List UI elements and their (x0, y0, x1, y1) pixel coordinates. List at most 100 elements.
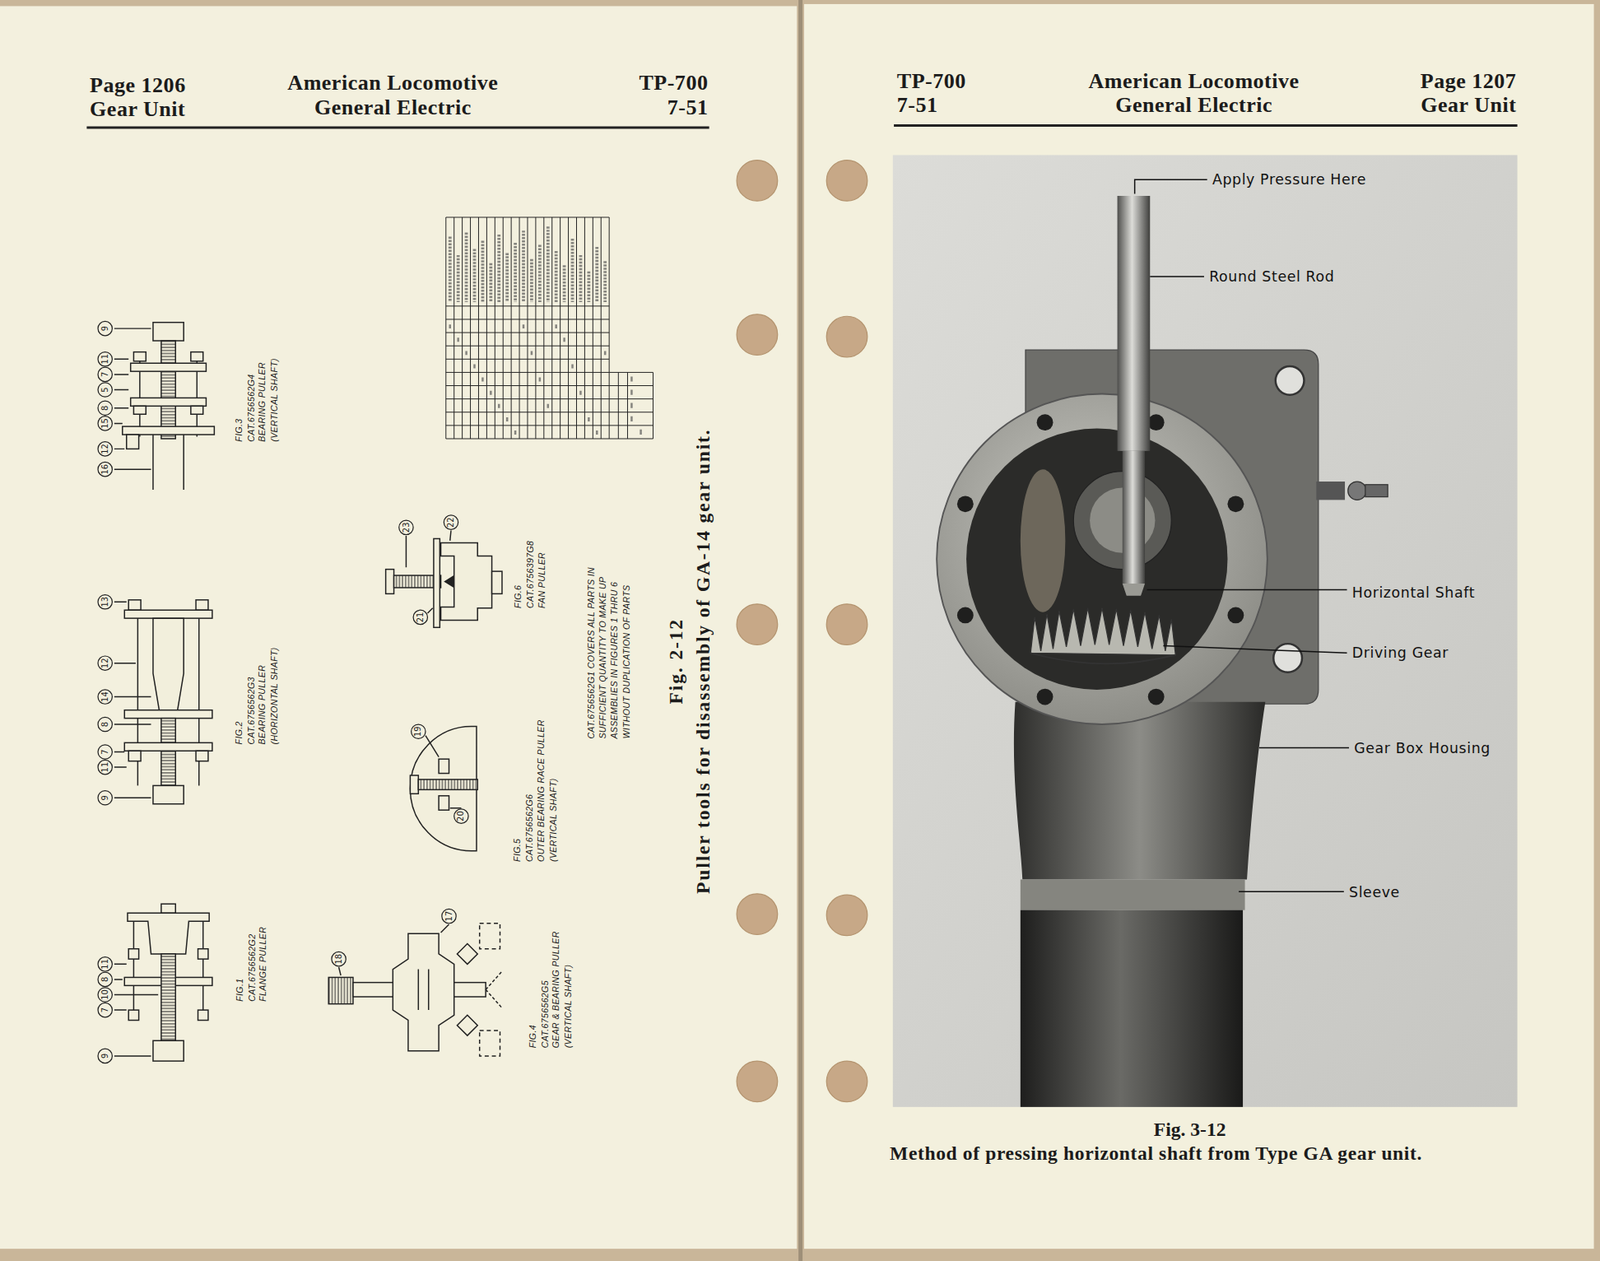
text-group: Method of pressing horizontal shaft from… (889, 1141, 1517, 1166)
figure-caption: (VERTICAL SHAFT) (562, 930, 575, 1048)
callout-group: 10 (97, 986, 113, 1003)
line-art (1148, 688, 1165, 706)
text-group: Driving Gear (1352, 643, 1449, 662)
callout-number: 12 (97, 655, 113, 671)
line-art (1122, 451, 1145, 584)
line-art (1227, 495, 1244, 512)
page-header: TP-700 (897, 68, 967, 94)
figure-caption: (HORIZONTAL SHAFT) (269, 646, 281, 745)
callout-group: 12 (97, 655, 113, 671)
callout-number: 22 (443, 514, 460, 531)
figure-caption: (VERTICAL SHAFT) (547, 719, 559, 862)
line-art (736, 160, 868, 1103)
callout-group: 15 (97, 415, 113, 432)
line-art (190, 405, 204, 414)
figure-caption: FIG.1 (234, 926, 247, 1002)
line-art (161, 953, 176, 1041)
callout-number: 5 (97, 381, 113, 398)
line-art (392, 933, 454, 1052)
line-art (124, 609, 213, 619)
callout-number: 11 (97, 759, 113, 776)
figure-caption: (VERTICAL SHAFT) (269, 358, 281, 442)
callout-group: 13 (97, 594, 113, 610)
callout-number: 7 (97, 744, 113, 760)
line-art (128, 1009, 139, 1020)
line-art (1030, 652, 1176, 664)
line-art (126, 434, 140, 449)
line-art (1316, 481, 1345, 500)
figure-caption: FLANGE PULLER (257, 926, 270, 1002)
line-art (122, 426, 215, 435)
text-group: American LocomotiveGeneral Electric (287, 70, 498, 120)
text-group: Gear Box Housing (1353, 738, 1491, 757)
line-art (128, 600, 141, 610)
line-art (479, 923, 501, 949)
text-group: Fig. 2-12Puller tools for disassembly of… (663, 427, 717, 894)
callout-group: 23 (398, 520, 414, 536)
callout-number: 11 (97, 956, 113, 973)
line-art (128, 948, 139, 959)
callout-number: 8 (97, 400, 113, 417)
line-art (446, 217, 610, 439)
figure-caption: OUTER BEARING RACE PULLER (535, 719, 548, 862)
line-art (1030, 608, 1176, 656)
figure-caption: BEARING PULLER (256, 646, 269, 745)
figure-title: Puller tools for disassembly of GA-14 ge… (689, 427, 717, 894)
callout-number: 11 (97, 351, 113, 368)
callout-group: 11 (97, 759, 113, 776)
callout-group: 21 (412, 609, 428, 626)
page-header: 7-51 (897, 93, 967, 118)
callout-number: 19 (410, 723, 427, 740)
text-group: TP-7007-51 (897, 68, 967, 117)
figure-caption: BEARING PULLER (256, 358, 269, 442)
callout-group: 9 (97, 1048, 113, 1065)
text-group: Fig. 3-12 (1153, 1116, 1227, 1141)
figure-caption: FIG.3 (233, 358, 246, 442)
callout-number: 9 (97, 1048, 113, 1065)
callout-group: 8 (97, 972, 113, 988)
line-art (0, 5, 797, 1249)
line-art (826, 316, 868, 358)
line-art (190, 352, 204, 362)
callout-group: 19 (410, 723, 427, 740)
text-group: FIG.4CAT.6756562G5GEAR & BEARING PULLER(… (527, 930, 575, 1048)
page-header: Gear Unit (89, 97, 187, 122)
line-art (1117, 195, 1151, 452)
line-art (153, 434, 184, 490)
line-art (804, 4, 1595, 1249)
line-art (1122, 583, 1145, 596)
line-art (161, 718, 176, 787)
line-art (966, 428, 1228, 690)
line-art (198, 948, 209, 959)
line-art (124, 710, 213, 719)
line-art (736, 160, 778, 202)
line-art (1148, 413, 1165, 431)
page-header: Page 1206 (89, 72, 187, 98)
line-art (1365, 484, 1388, 498)
line-art (409, 775, 419, 794)
line-art (133, 405, 146, 414)
line-art (1020, 879, 1246, 910)
line-art (1037, 413, 1054, 431)
figure-caption: FIG.4 (527, 930, 540, 1048)
callout-number: 8 (97, 716, 113, 733)
text-group: FIG.5CAT.6756562G6OUTER BEARING RACE PUL… (511, 719, 559, 862)
part-label: Horizontal Shaft (1352, 583, 1475, 602)
line-art (957, 607, 974, 624)
callout-number: 12 (97, 441, 113, 457)
line-art (736, 604, 778, 646)
line-art (936, 393, 1268, 725)
text-group: Apply Pressure Here (1212, 170, 1367, 189)
text-group: Round Steel Rod (1209, 267, 1335, 286)
callout-number: 23 (398, 520, 414, 536)
line-art (456, 1014, 478, 1036)
line-art (450, 324, 642, 435)
line-art (438, 758, 449, 773)
text-group: TP-7007-51 (638, 70, 708, 120)
callout-number: 18 (330, 951, 347, 968)
line-art (433, 538, 440, 628)
line-art (893, 124, 1518, 127)
line-art (133, 920, 135, 1020)
figure-caption: CAT.6756562G4 (245, 358, 257, 442)
figure-caption: CAT.6756562G2 (246, 926, 258, 1002)
